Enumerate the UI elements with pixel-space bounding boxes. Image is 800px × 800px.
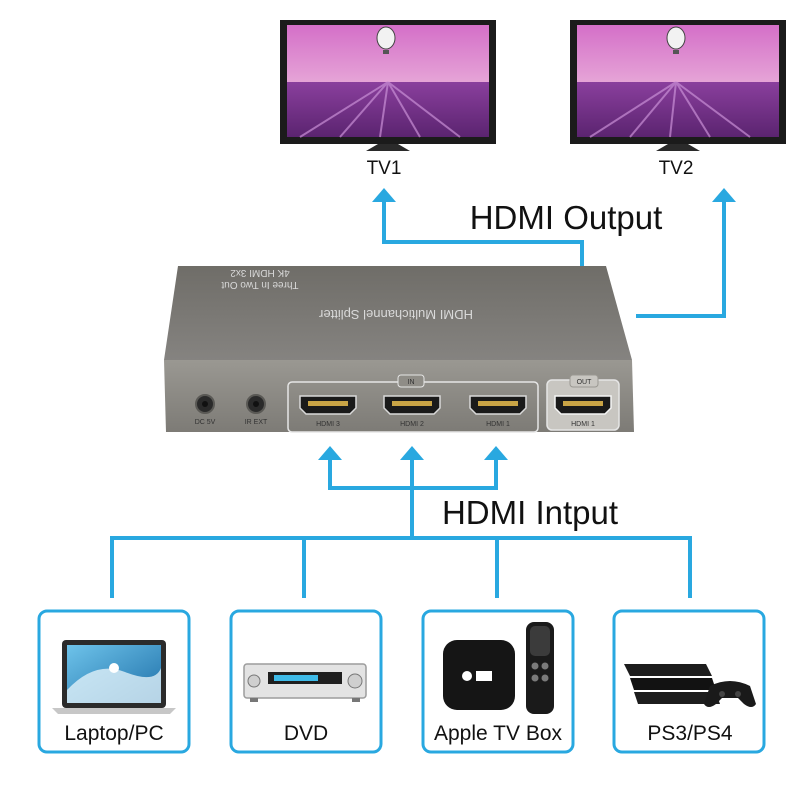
source-label: Apple TV Box [434, 722, 563, 745]
gamepad-icon [704, 681, 756, 707]
tv-2-label: TV2 [659, 158, 694, 179]
hdmi-splitter-device: HDMI Multichannel Splitter Three In Two … [164, 266, 634, 433]
apple-tv-icon [443, 640, 515, 710]
hdmi-output-title: HDMI Output [470, 199, 663, 236]
hdmi-in-port-1 [469, 395, 527, 415]
output-line-tv2 [636, 200, 726, 318]
arrow-up-icon [712, 188, 736, 202]
tv-1 [280, 20, 496, 151]
hot-air-balloon-icon [666, 26, 686, 50]
arrow-up-icon [318, 446, 342, 460]
splitter-top-panel [164, 266, 632, 360]
arrow-up-icon [372, 188, 396, 202]
laptop-icon [52, 640, 176, 714]
hdmi-1-label: HDMI 1 [486, 421, 510, 428]
input-line-source-bus [110, 536, 692, 598]
splitter-model-text: 4K HDMI 3x2 [230, 267, 290, 278]
tv-2-lavender-field [577, 82, 779, 137]
tv-1-label: TV1 [367, 158, 402, 179]
hdmi-in-port-2 [383, 395, 441, 415]
hot-air-balloon-icon [376, 26, 396, 50]
hdmi-input-title: HDMI Intput [442, 494, 618, 531]
out-group-badge [569, 374, 599, 388]
source-ps: PS3/PS4 [612, 609, 766, 754]
source-dvd: DVD [229, 609, 383, 754]
tv-2-stand [656, 144, 700, 151]
arrow-up-icon [484, 446, 508, 460]
hdmi-3-label: HDMI 3 [316, 421, 340, 428]
dc-port-label: DC 5V [195, 419, 216, 426]
hdmi-in-port-3 [299, 395, 357, 415]
arrow-up-icon [400, 446, 424, 460]
source-apple-tv: Apple TV Box [421, 609, 575, 754]
source-label: Laptop/PC [64, 722, 163, 745]
tv-1-stand [366, 144, 410, 151]
hdmi-2-label: HDMI 2 [400, 421, 424, 428]
in-group-label: IN [408, 379, 415, 386]
game-console-icon [624, 664, 720, 704]
in-group-badge [397, 374, 425, 388]
splitter-subtitle-text: Three In Two Out [221, 279, 298, 290]
remote-control-icon [526, 622, 554, 714]
out-group-label: OUT [577, 379, 593, 386]
hdmi-out-port-1 [554, 395, 612, 415]
ir-port-label: IR EXT [245, 419, 268, 426]
input-connectors [110, 458, 692, 598]
out-port-label: HDMI 1 [571, 421, 595, 428]
source-laptop: Laptop/PC [37, 609, 191, 754]
splitter-name-text: HDMI Multichannel Splitter [318, 307, 473, 322]
tv-1-lavender-field [287, 82, 489, 137]
tv-2 [570, 20, 786, 151]
source-label: PS3/PS4 [647, 722, 733, 745]
dvd-player-icon [243, 663, 367, 702]
source-label: DVD [284, 722, 328, 745]
